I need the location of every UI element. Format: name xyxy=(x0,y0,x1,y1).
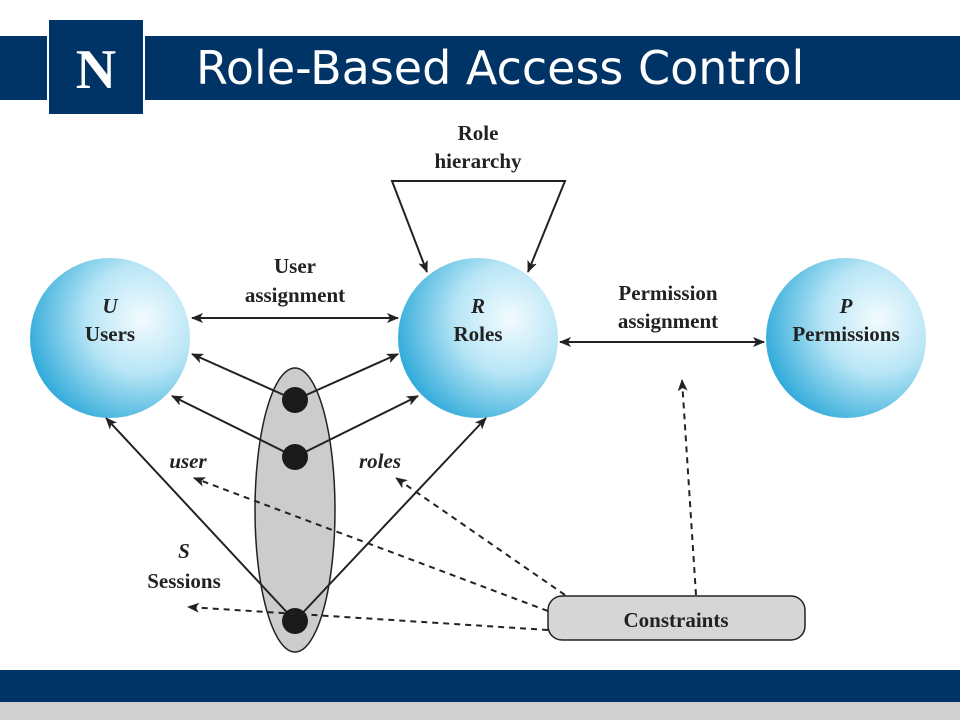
role-hierarchy-arrow xyxy=(390,180,567,273)
n-logo-icon: N xyxy=(76,39,116,101)
session-dot xyxy=(282,608,308,634)
session-to-user-arrow xyxy=(171,395,296,458)
constraint-to-roles-arrow xyxy=(395,477,566,596)
permissions-node: P Permissions xyxy=(766,258,926,418)
logo-letter: N xyxy=(76,39,116,101)
constraint-to-permission-arrow xyxy=(677,379,697,596)
user-assignment-label-1: User xyxy=(274,254,316,278)
permissions-symbol: P xyxy=(839,294,853,318)
roles-mapping-label: roles xyxy=(359,449,401,473)
session-to-user-arrow xyxy=(105,417,296,622)
users-node: U Users xyxy=(30,258,190,418)
roles-symbol: R xyxy=(470,294,485,318)
roles-node: R Roles xyxy=(398,258,558,418)
roles-label: Roles xyxy=(454,322,503,346)
session-to-user-arrow xyxy=(191,353,296,401)
session-to-role-arrow xyxy=(294,395,419,458)
session-to-role-arrow xyxy=(294,353,399,401)
session-dot xyxy=(282,444,308,470)
user-assignment-label-2: assignment xyxy=(245,283,345,307)
session-to-role-arrow xyxy=(294,417,487,622)
footer-strip xyxy=(0,702,960,720)
constraints-box xyxy=(547,595,806,641)
footer-bar xyxy=(0,670,960,702)
permissions-label: Permissions xyxy=(792,322,899,346)
sessions-label: Sessions xyxy=(147,569,221,593)
constraint-to-user-arrow xyxy=(193,477,549,612)
university-logo: N xyxy=(47,18,145,116)
session-dot xyxy=(282,387,308,413)
slide-title: Role-Based Access Control xyxy=(196,41,805,95)
user-mapping-label: user xyxy=(169,449,207,473)
title-bar xyxy=(0,36,960,100)
permission-assignment-label-2: assignment xyxy=(618,309,718,333)
role-hierarchy-label-2: hierarchy xyxy=(434,149,522,173)
permission-assignment-label-1: Permission xyxy=(618,281,717,305)
users-symbol: U xyxy=(102,294,119,318)
users-label: Users xyxy=(85,322,135,346)
constraint-to-sessions-arrow xyxy=(187,602,549,631)
sessions-ellipse xyxy=(254,367,336,653)
role-hierarchy-label-1: Role xyxy=(458,121,499,145)
sessions-symbol: S xyxy=(178,539,190,563)
constraints-label: Constraints xyxy=(623,608,728,632)
